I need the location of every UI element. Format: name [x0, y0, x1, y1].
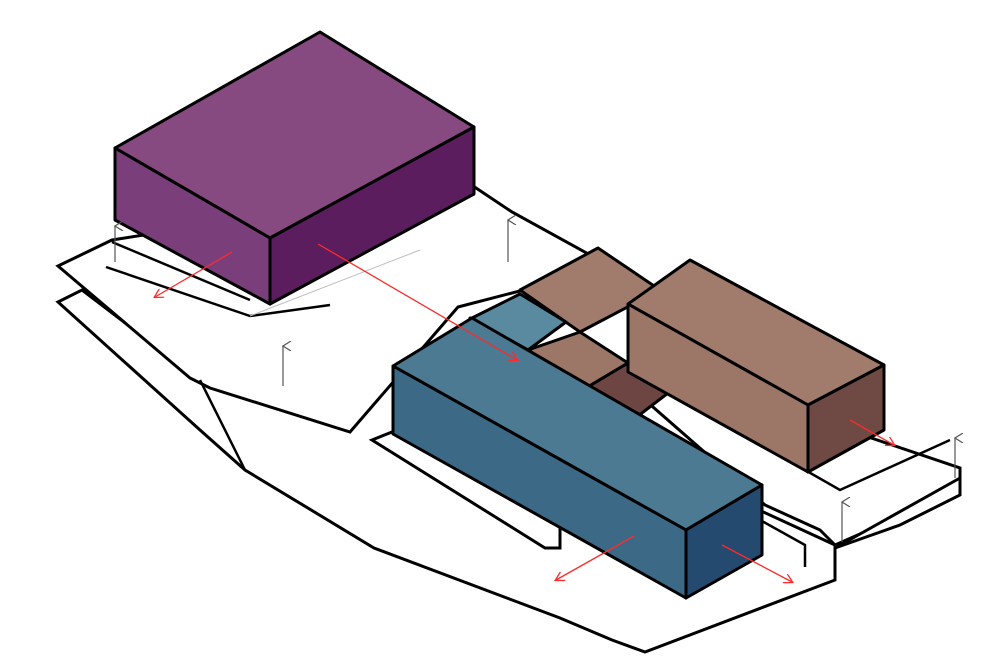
red-arrow-purple-left	[155, 251, 233, 297]
right-upper-plate	[834, 475, 962, 550]
red-arrow-brown-right	[849, 419, 894, 445]
red-arrow-purple-diagonal	[317, 243, 517, 360]
blue-side-face	[684, 483, 764, 600]
red-movement-arrows	[155, 243, 894, 582]
inner-fold-line-2	[111, 240, 251, 302]
red-arrow-blue-right	[721, 544, 792, 582]
blue-volume	[391, 292, 764, 600]
purple-side-face	[268, 125, 476, 306]
blue-base-strip	[368, 430, 562, 550]
red-arrow-blue-left	[556, 535, 635, 580]
brown-high-side	[806, 363, 886, 474]
right-plate-step	[804, 438, 951, 492]
gray-lift-arrows	[115, 220, 955, 542]
inner-fold-line-3	[198, 379, 247, 471]
blue-right-edge	[759, 518, 807, 567]
faint-guide-line	[249, 249, 421, 317]
brown-volume-high	[626, 258, 886, 474]
purple-volume	[113, 30, 476, 306]
